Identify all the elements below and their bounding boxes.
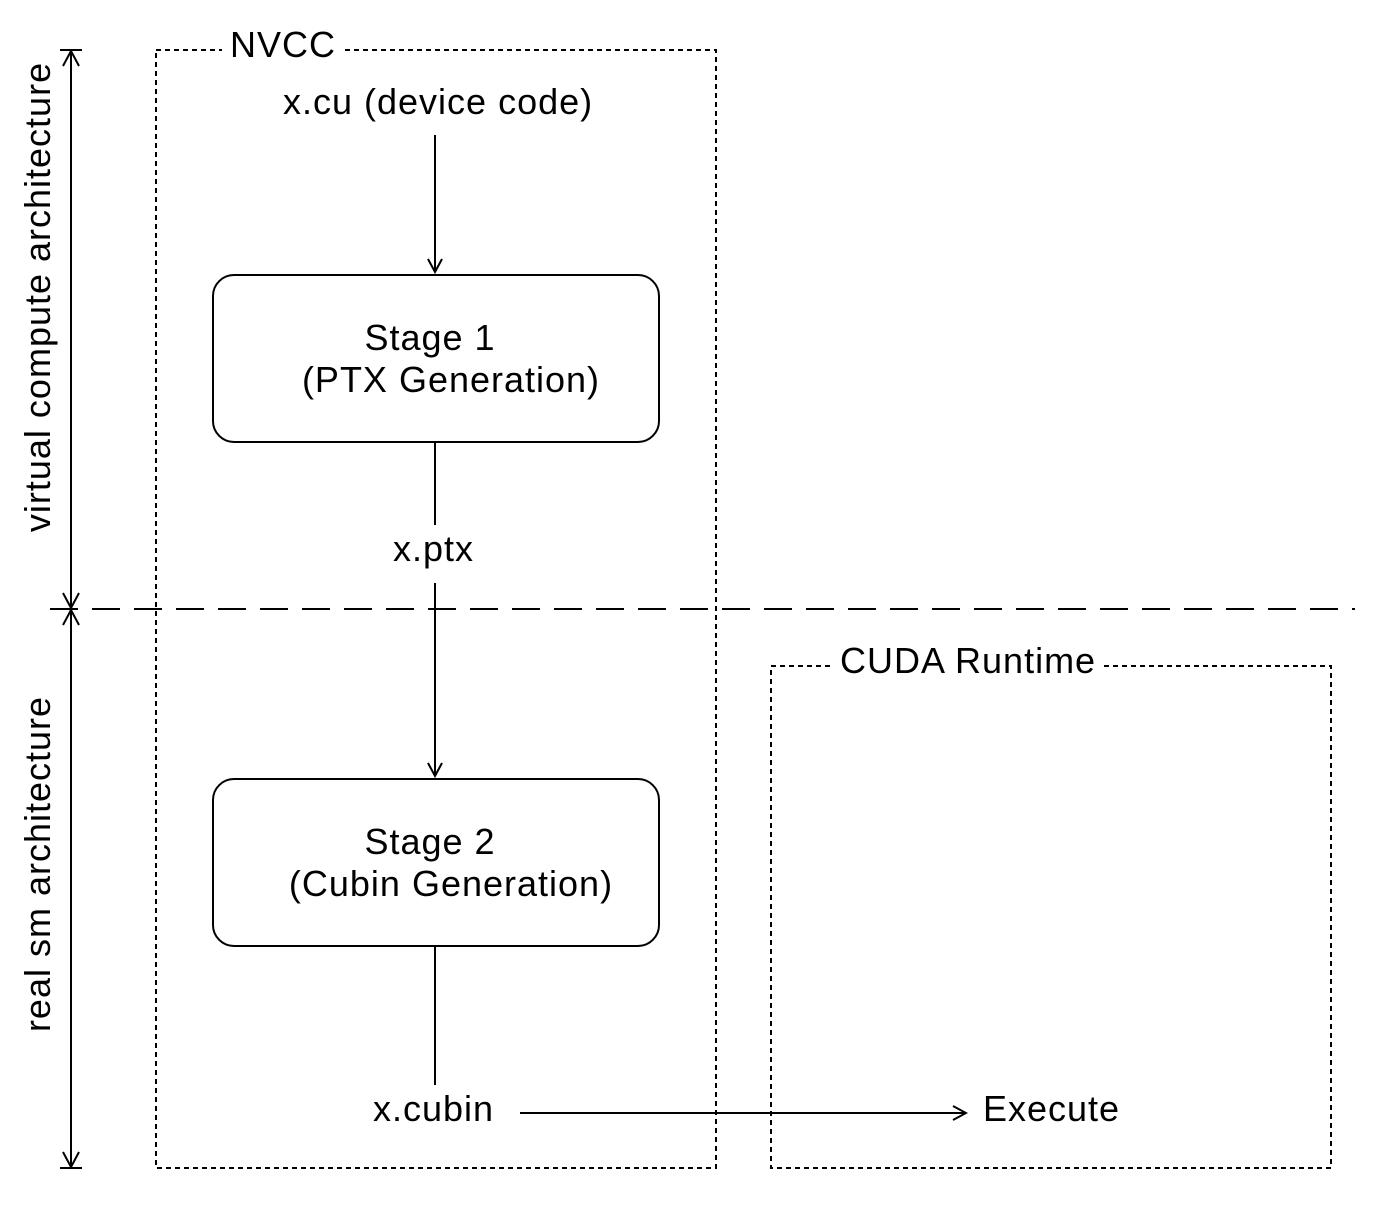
virtual-axis-arrow-top (62, 48, 80, 67)
input-file-label: x.cu (device code) (283, 81, 594, 122)
runtime-title: CUDA Runtime (834, 643, 1103, 679)
stage2-title: Stage 2 (364, 820, 496, 862)
stage2-box: Stage 2 (Cubin Generation) (212, 778, 660, 947)
ptx-file-label: x.ptx (393, 528, 475, 569)
nvcc-container (155, 49, 717, 1169)
real-axis-arrow-top (62, 607, 80, 626)
stage1-title: Stage 1 (364, 316, 496, 358)
real-axis-label: real sm architecture (17, 695, 58, 1033)
stage1-box: Stage 1 (PTX Generation) (212, 274, 660, 443)
stage2-subtitle: (Cubin Generation) (288, 862, 614, 904)
virtual-axis-label: virtual compute architecture (17, 61, 58, 533)
nvcc-title: NVCC (222, 27, 345, 63)
execute-label: Execute (983, 1088, 1121, 1129)
stage1-subtitle: (PTX Generation) (301, 358, 601, 400)
cubin-file-label: x.cubin (373, 1088, 495, 1129)
